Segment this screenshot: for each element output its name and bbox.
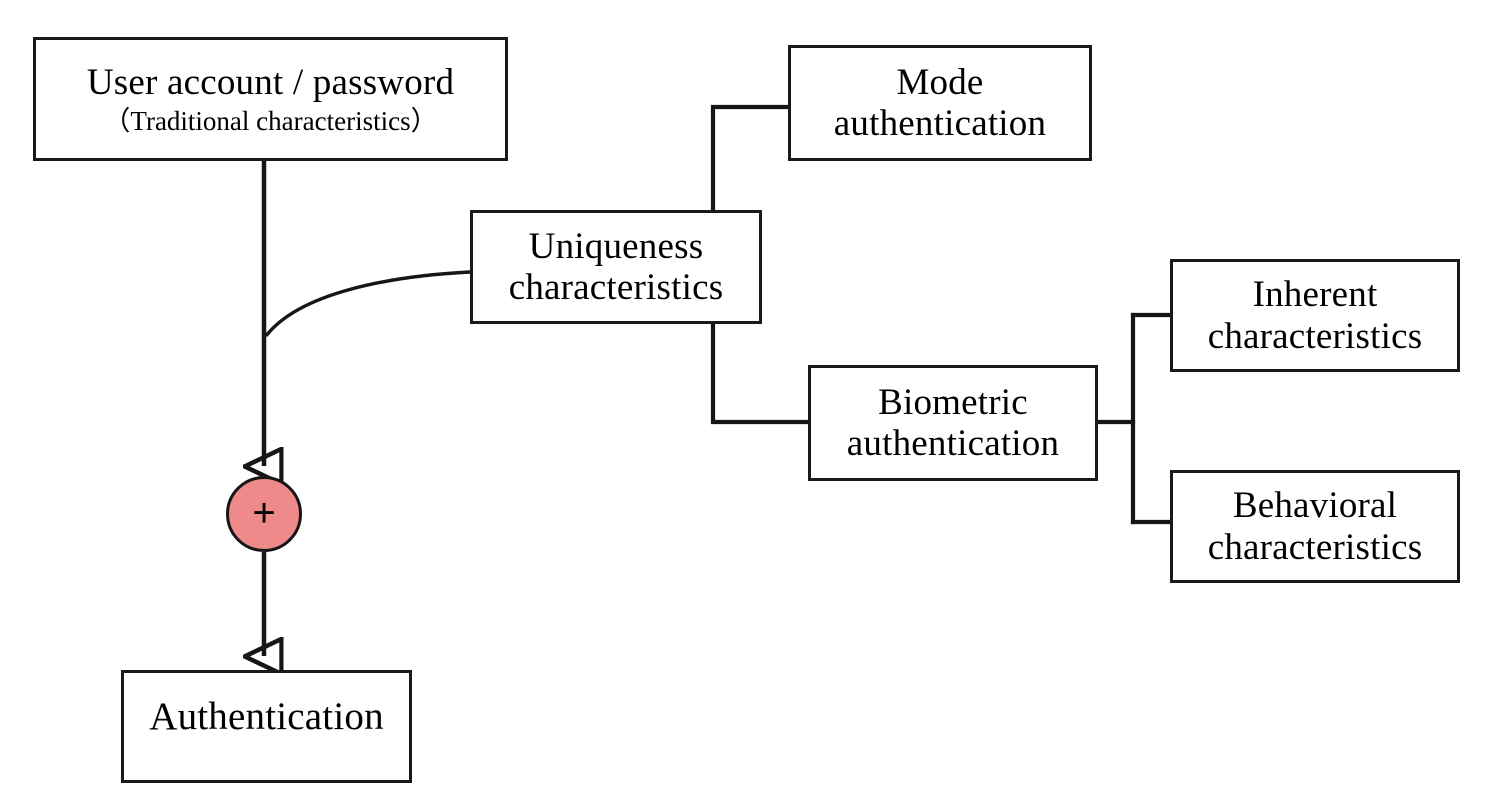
- node-mode-line2: authentication: [833, 103, 1047, 144]
- node-user-account[interactable]: User account / password （Traditional cha…: [33, 37, 508, 161]
- node-uniqueness-line2: characteristics: [508, 267, 724, 308]
- plus-icon: +: [252, 491, 276, 535]
- node-user-account-subtitle: （Traditional characteristics）: [103, 105, 438, 136]
- edge-uniqueness-to-combiner: [264, 270, 471, 338]
- node-user-account-line1: User account / password: [86, 62, 455, 104]
- node-inherent-line1: Inherent: [1252, 274, 1378, 316]
- node-authentication[interactable]: Authentication: [121, 670, 412, 783]
- node-behavioral-characteristics[interactable]: Behavioral characteristics: [1170, 470, 1460, 583]
- edge-uniqueness-to-mode: [710, 104, 791, 213]
- node-combiner-plus[interactable]: +: [226, 476, 302, 552]
- node-mode-authentication[interactable]: Mode authentication: [788, 45, 1092, 161]
- node-mode-line1: Mode: [896, 61, 984, 103]
- node-biometric-authentication[interactable]: Biometric authentication: [808, 365, 1098, 481]
- edge-uniqueness-to-biometric: [710, 321, 811, 425]
- node-authentication-label: Authentication: [149, 695, 384, 738]
- node-biometric-line2: authentication: [846, 423, 1060, 464]
- node-uniqueness-characteristics[interactable]: Uniqueness characteristics: [470, 210, 762, 324]
- node-behavioral-line2: characteristics: [1207, 526, 1423, 568]
- node-uniqueness-line1: Uniqueness: [528, 225, 704, 267]
- node-inherent-characteristics[interactable]: Inherent characteristics: [1170, 259, 1460, 372]
- node-inherent-line2: characteristics: [1207, 315, 1423, 357]
- node-biometric-line1: Biometric: [878, 381, 1028, 423]
- node-behavioral-line1: Behavioral: [1232, 485, 1398, 527]
